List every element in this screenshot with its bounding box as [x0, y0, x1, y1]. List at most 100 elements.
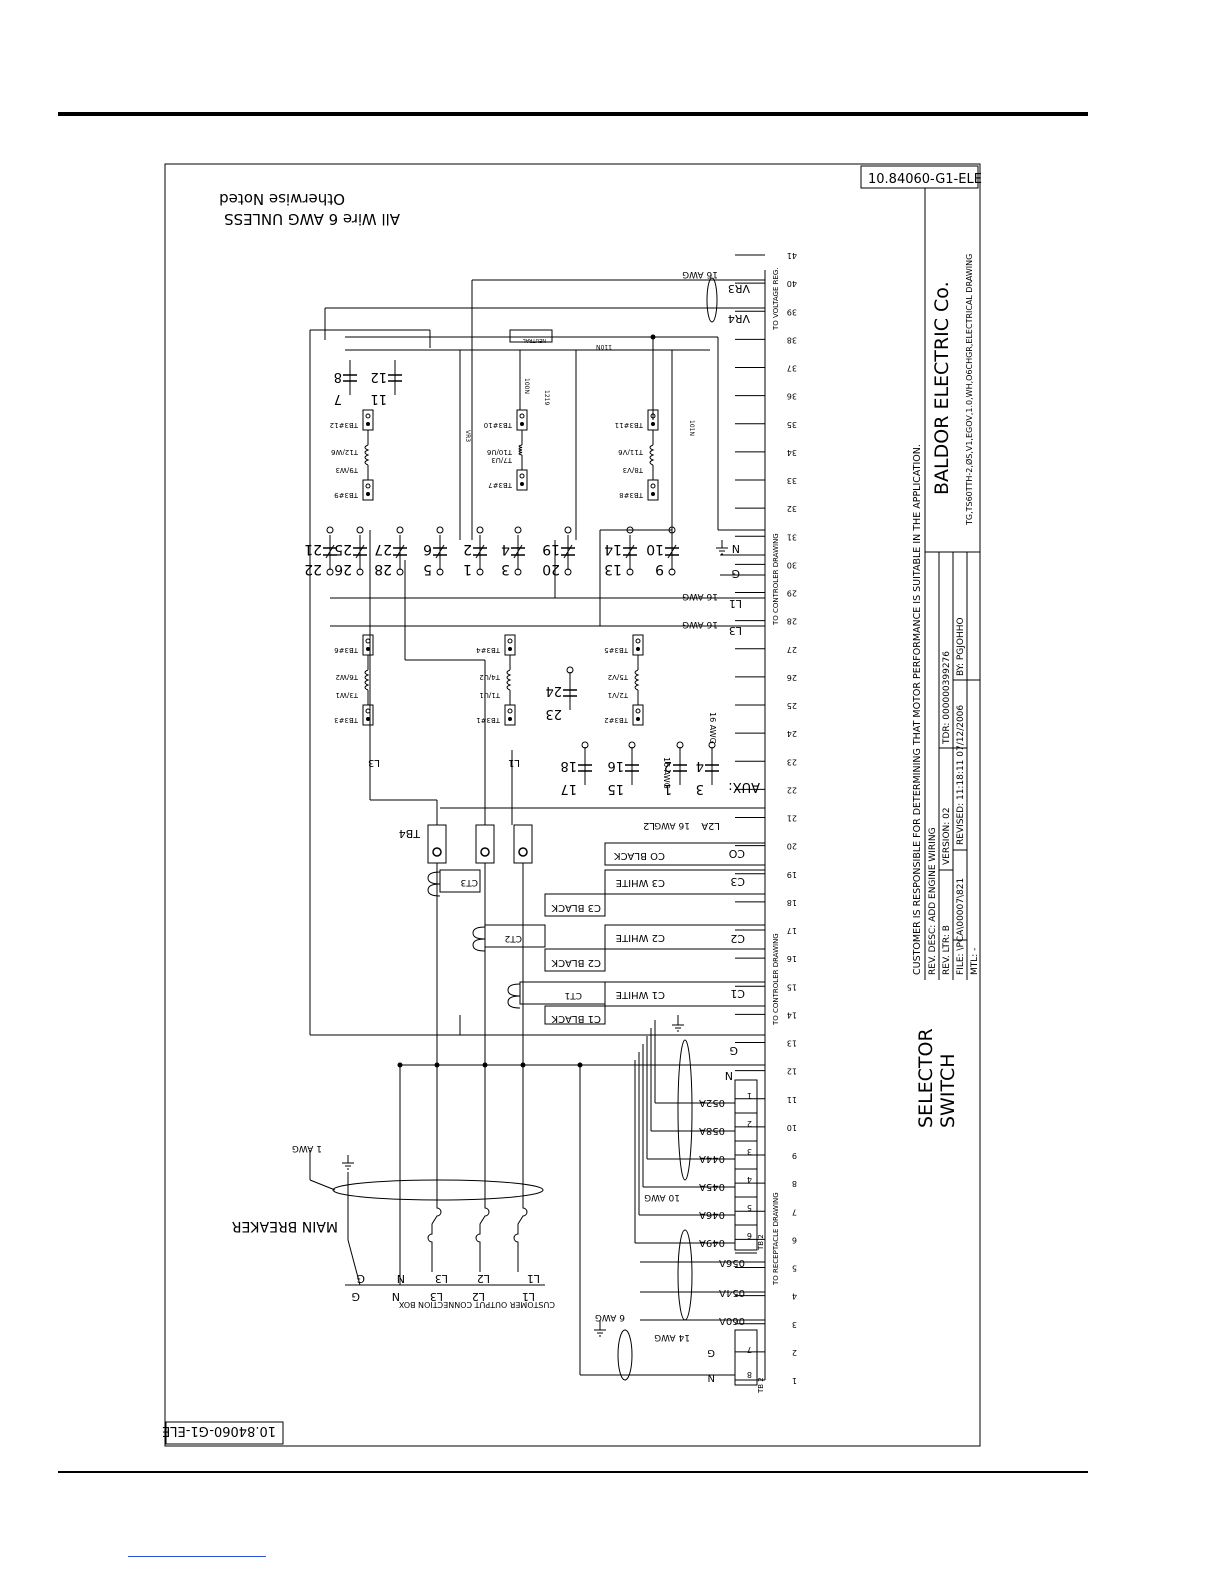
- winding-label: T8/V3: [623, 466, 644, 474]
- awg16-l2a: 16 AWG: [654, 820, 690, 830]
- winding-label: T3/W1: [336, 691, 359, 699]
- ct3: CT3: [460, 877, 478, 887]
- term-n-mid: N: [725, 1069, 733, 1082]
- contact-number: 14: [604, 541, 622, 557]
- term-co: CO: [728, 847, 745, 860]
- tb3-screw: [651, 422, 655, 426]
- contact-number: 10: [646, 541, 664, 557]
- winding-coil: [364, 669, 370, 691]
- terminal-number: 28: [787, 617, 797, 626]
- main-breaker: 1 AWG MAIN BREAKER: [232, 1143, 545, 1286]
- tb3-screw: [636, 647, 640, 651]
- terminal-number: 32: [787, 504, 797, 513]
- tb2b-number: 8: [747, 1370, 752, 1379]
- drawing-number-bottom: 10.84060-G1-ELE: [162, 1423, 276, 1438]
- l2-label: L2: [643, 820, 655, 831]
- tb2-number: 1: [747, 1091, 752, 1100]
- winding-label: T10/U6: [486, 448, 513, 456]
- terminal-number: 38: [787, 335, 797, 344]
- contact-number: 12: [370, 369, 387, 384]
- selector-switch-line2: SWITCH: [937, 1054, 959, 1129]
- footer-rule: [58, 1471, 1088, 1473]
- awg16-l1: 16 AWG: [682, 591, 718, 601]
- contact-number: 1: [463, 561, 472, 577]
- ct-section: L2A 16 AWG L2 CO BLACK C3 WHITE C3 BLACK…: [427, 807, 766, 1025]
- tb3-screw: [508, 717, 512, 721]
- terminal-number: 17: [787, 926, 797, 935]
- footer-link-underline: [128, 1556, 266, 1557]
- contact-arm: [475, 544, 485, 559]
- contact-number: 28: [374, 561, 392, 577]
- terminal-number: 1: [792, 1376, 797, 1385]
- mtl: MTL: -: [970, 948, 980, 975]
- awg1-label: 1 AWG: [292, 1143, 322, 1153]
- tb3-screw: [366, 647, 370, 651]
- contact-terminal: [356, 568, 364, 576]
- tb3-label: TB3#9: [334, 491, 359, 499]
- term-vr4: VR4: [728, 312, 750, 325]
- terminal-number: 13: [787, 1039, 797, 1048]
- contact-terminal: [626, 568, 634, 576]
- winding-label: T7/U3: [491, 456, 513, 464]
- tb4-terminal-l1: [513, 824, 533, 864]
- terminal-number: 10: [787, 1123, 797, 1132]
- contact-terminal: [708, 741, 716, 749]
- tb3-screw: [651, 492, 655, 496]
- tb3-block: [504, 704, 516, 726]
- terminal-number: 31: [787, 532, 797, 541]
- tb3-label: TB3#3: [334, 716, 359, 724]
- to-receptacle-drawing-label: TO RECEPTACLE DRAWING: [772, 1192, 780, 1286]
- terminal-number: 41: [787, 251, 797, 260]
- term-g-top: G: [731, 567, 740, 580]
- terminal-number: 7: [792, 1207, 797, 1216]
- wire-100n: 100N: [523, 378, 530, 394]
- drawing-title: TG,TS60TTH-2,ØS,V1,EGOV,1.0,WH,O6CHGR,EL…: [964, 254, 974, 526]
- drawing-number-box-top: [860, 165, 979, 189]
- contact-terminal: [326, 568, 334, 576]
- contact-terminal: [628, 741, 636, 749]
- winding-coil: [649, 444, 655, 466]
- drawing-border: [164, 163, 981, 1447]
- contact-terminal: [566, 666, 574, 674]
- terminal-number: 24: [787, 729, 797, 738]
- terminal-number: 12: [787, 1067, 797, 1076]
- c3-black: C3 BLACK: [551, 902, 601, 913]
- terminal-number: 36: [787, 392, 797, 401]
- contact-terminal: [356, 526, 364, 534]
- tb3-screw: [366, 717, 370, 721]
- l2a-label: L2A: [701, 820, 720, 831]
- tdr: TDR: 000000399276: [942, 651, 952, 745]
- output-terminal-top: G: [356, 1272, 365, 1285]
- tb3-label: TB3#1: [476, 716, 501, 724]
- terminal-number: 8: [792, 1179, 797, 1188]
- terminal-number: 40: [787, 279, 797, 288]
- terminal-number: 35: [787, 420, 797, 429]
- tb2-number: 5: [747, 1203, 752, 1212]
- terminal-number: 4: [792, 1292, 797, 1301]
- contact-terminal: [436, 526, 444, 534]
- term-c3: C3: [730, 875, 745, 888]
- contact-arm: [667, 544, 677, 559]
- terminal-number: 3: [792, 1320, 797, 1329]
- generator-windings: TB3#12T12/W6T9/W3TB3#9TB3#10T10/U6T7/U3T…: [330, 409, 659, 768]
- contact-number: 27: [374, 541, 392, 557]
- contact-number: 11: [370, 391, 387, 406]
- wire-note: All Wire 6 AWG UNLESS Otherwise Noted: [219, 190, 400, 228]
- rev-ltr: REV. LTR: B: [942, 925, 952, 975]
- tb2-number: 2: [747, 1119, 752, 1128]
- tb3-block: [362, 634, 374, 656]
- contact-number: 17: [560, 781, 577, 796]
- winding-label: T1/U1: [479, 691, 501, 699]
- tb2-number: 3: [747, 1147, 752, 1156]
- customer-output-box-label: CUSTOMER OUTPUT CONNECTION BOX: [398, 1300, 555, 1309]
- awg6-receptacle-label: 6 AWG: [595, 1312, 625, 1322]
- tb3-block: [632, 704, 644, 726]
- output-terminal-bottom: N: [392, 1290, 400, 1303]
- contact-arm: [435, 544, 445, 559]
- term-l3: L3: [729, 624, 742, 637]
- wire-1219: 1219: [543, 390, 550, 405]
- contact-number: 21: [304, 541, 322, 557]
- tb4-block: TB4: [399, 824, 533, 864]
